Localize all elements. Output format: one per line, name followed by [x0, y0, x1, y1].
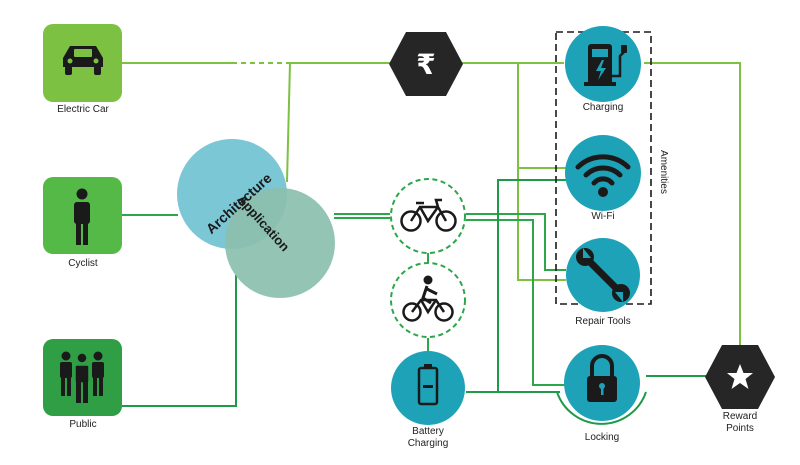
connector-arch-up	[286, 62, 291, 183]
locking-label: Locking	[584, 432, 620, 443]
connector-app-bike	[334, 213, 390, 219]
application-circle	[225, 188, 335, 298]
wifi-node[interactable]	[565, 135, 641, 211]
bicycle-icon	[400, 198, 457, 232]
public-tile[interactable]	[43, 339, 122, 416]
connector-public	[122, 275, 237, 407]
battery-charging-label: Battery Charging	[407, 426, 449, 449]
connector-bike-locking	[466, 219, 566, 386]
battery-charging-node[interactable]	[391, 351, 465, 425]
public-label: Public	[69, 419, 97, 430]
car-icon	[63, 46, 103, 75]
connector-charging-reward	[644, 62, 741, 348]
locking-node[interactable]	[564, 345, 640, 421]
amenities-label: Amenities	[658, 150, 669, 194]
connector-bike-repair	[466, 213, 566, 271]
rupee-icon: ₹	[416, 48, 435, 81]
connector-locking-arc	[556, 391, 647, 425]
charging-node[interactable]	[565, 26, 641, 102]
reward-points-label: Reward Points	[722, 411, 758, 434]
connector-wifi	[517, 63, 566, 169]
person-icon	[74, 188, 90, 245]
cyclist-tile[interactable]	[43, 177, 122, 254]
bicycle-node[interactable]	[390, 178, 466, 254]
reward-points-node[interactable]	[705, 345, 775, 409]
wifi-label: Wi-Fi	[591, 211, 615, 222]
charging-label: Charging	[582, 102, 624, 113]
payment-hexagon[interactable]: ₹	[389, 32, 463, 96]
architecture-application: Architecture Application	[177, 139, 335, 298]
repair-tools-node[interactable]	[566, 238, 640, 312]
cyclist-node[interactable]	[390, 262, 466, 338]
group-icon	[60, 351, 104, 403]
cyclist-label: Cyclist	[68, 258, 98, 269]
cyclist-icon	[402, 275, 454, 322]
repair-tools-label: Repair Tools	[575, 316, 631, 327]
electric-car-tile[interactable]	[43, 24, 122, 102]
charging-station-icon	[584, 44, 627, 86]
wrench-icon	[576, 248, 630, 302]
wifi-icon	[575, 154, 631, 197]
battery-icon	[417, 364, 439, 406]
electric-car-label: Electric Car	[57, 104, 109, 115]
padlock-icon	[587, 354, 617, 402]
star-icon	[727, 364, 753, 389]
connector-repair	[517, 168, 566, 281]
connector-battery-wifi	[497, 179, 566, 392]
